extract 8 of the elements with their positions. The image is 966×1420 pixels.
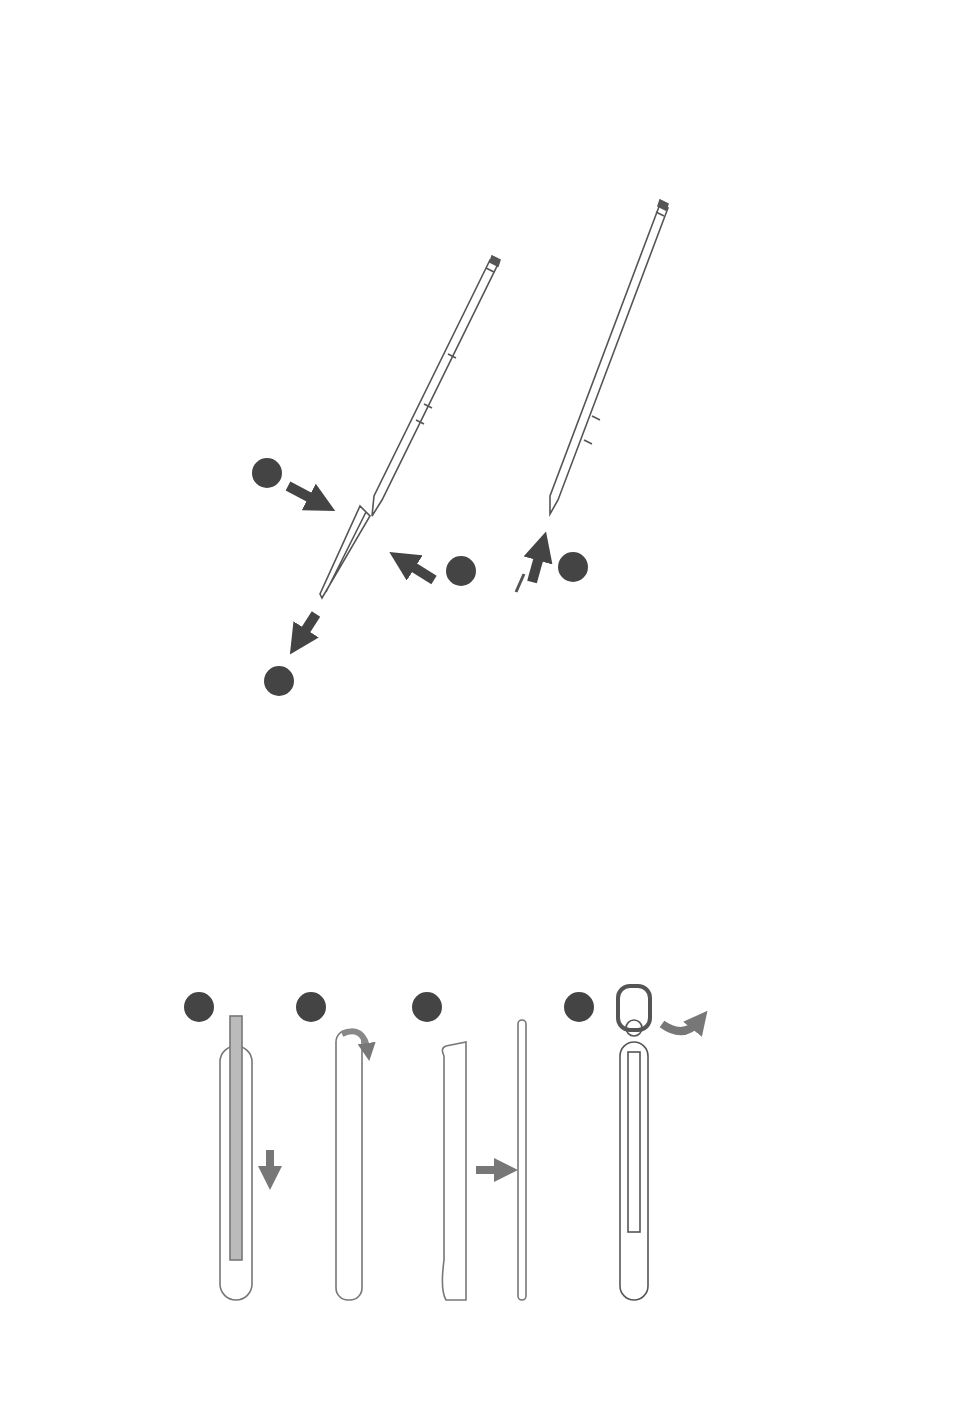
callout-dot xyxy=(264,666,294,696)
callout-dot xyxy=(564,992,594,1022)
callout-dot xyxy=(296,992,326,1022)
callout-dot xyxy=(412,992,442,1022)
callout-dot xyxy=(446,556,476,586)
callout-dot xyxy=(558,552,588,582)
callout-dot xyxy=(252,458,282,488)
callout-dot xyxy=(184,992,214,1022)
